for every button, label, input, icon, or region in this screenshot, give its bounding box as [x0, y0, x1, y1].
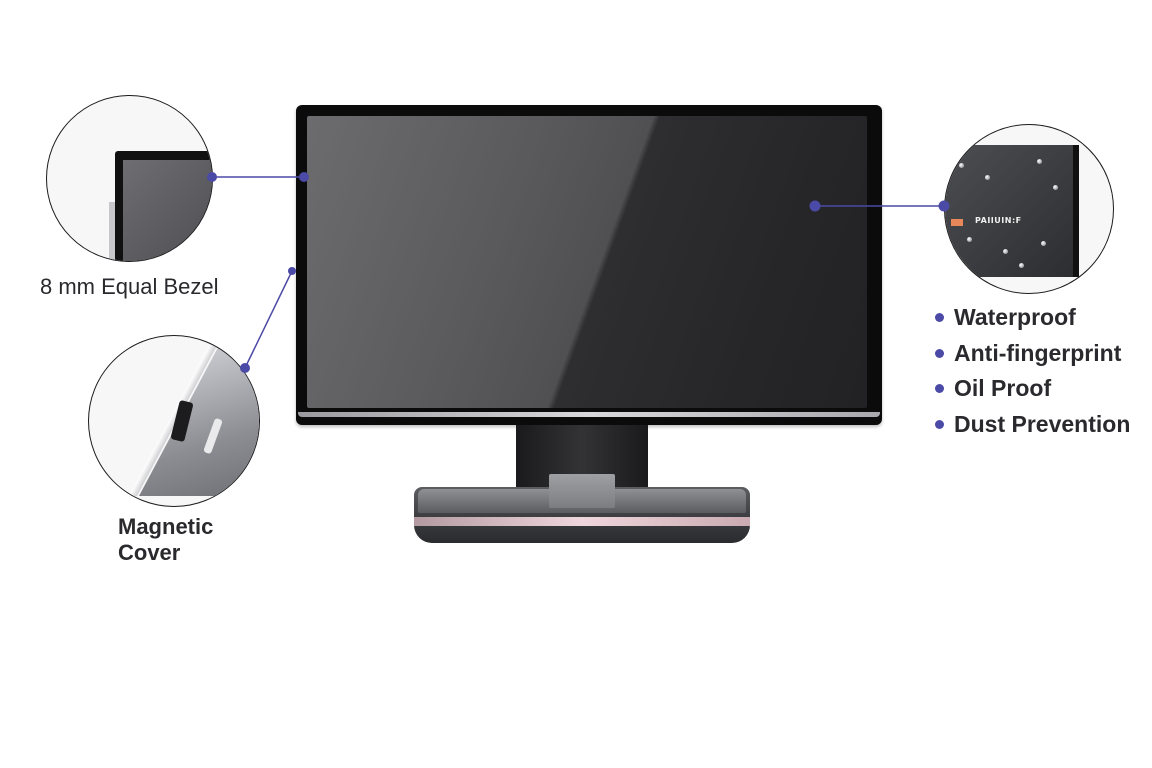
feature-label: Anti-fingerprint	[954, 339, 1122, 366]
magnetic-cover-closeup-circle	[88, 335, 260, 507]
feature-label: Dust Prevention	[954, 410, 1131, 437]
waterproof-closeup-edge	[1073, 145, 1079, 277]
feature-label: Waterproof	[954, 304, 1076, 331]
waterproof-closeup-circle: PAIIUIN:F	[944, 124, 1114, 294]
magnetic-cover-label-line1: Magnetic	[118, 514, 214, 539]
brand-mark: PAIIUIN:F	[975, 216, 1022, 225]
water-drop	[1019, 263, 1024, 268]
water-drop	[967, 237, 972, 242]
bullet-icon	[935, 348, 944, 358]
bezel-label: 8 mm Equal Bezel	[40, 274, 219, 299]
bullet-icon	[935, 384, 944, 394]
orange-tag	[951, 219, 963, 226]
bezel-closeup-circle	[46, 95, 213, 262]
water-drop	[1003, 249, 1008, 254]
magnetic-cover-label-line2: Cover	[118, 540, 181, 565]
water-drop	[1053, 185, 1058, 190]
magnetic-cover-label: Magnetic Cover	[118, 514, 213, 566]
bullet-icon	[935, 313, 944, 323]
bezel-closeup-side	[109, 202, 115, 260]
water-drop	[985, 175, 990, 180]
water-drop	[959, 163, 964, 168]
water-drop	[1037, 159, 1042, 164]
waterproof-closeup-panel: PAIIUIN:F	[945, 145, 1077, 277]
surface-feature-list: Waterproof Anti-fingerprint Oil Proof Du…	[935, 300, 1130, 442]
bullet-icon	[935, 419, 944, 429]
monitor-stand-trim	[414, 517, 750, 526]
cover-connector-dot-start	[288, 267, 296, 275]
feature-item: Anti-fingerprint	[935, 336, 1130, 372]
feature-item: Oil Proof	[935, 371, 1130, 407]
feature-item: Dust Prevention	[935, 407, 1130, 443]
monitor-screen	[307, 116, 867, 408]
monitor-frame	[296, 105, 882, 425]
monitor-stand-clip	[549, 474, 615, 508]
feature-item: Waterproof	[935, 300, 1130, 336]
monitor-chin	[298, 412, 880, 417]
bezel-closeup-screen	[123, 160, 212, 261]
feature-label: Oil Proof	[954, 375, 1052, 402]
water-drop	[1041, 241, 1046, 246]
